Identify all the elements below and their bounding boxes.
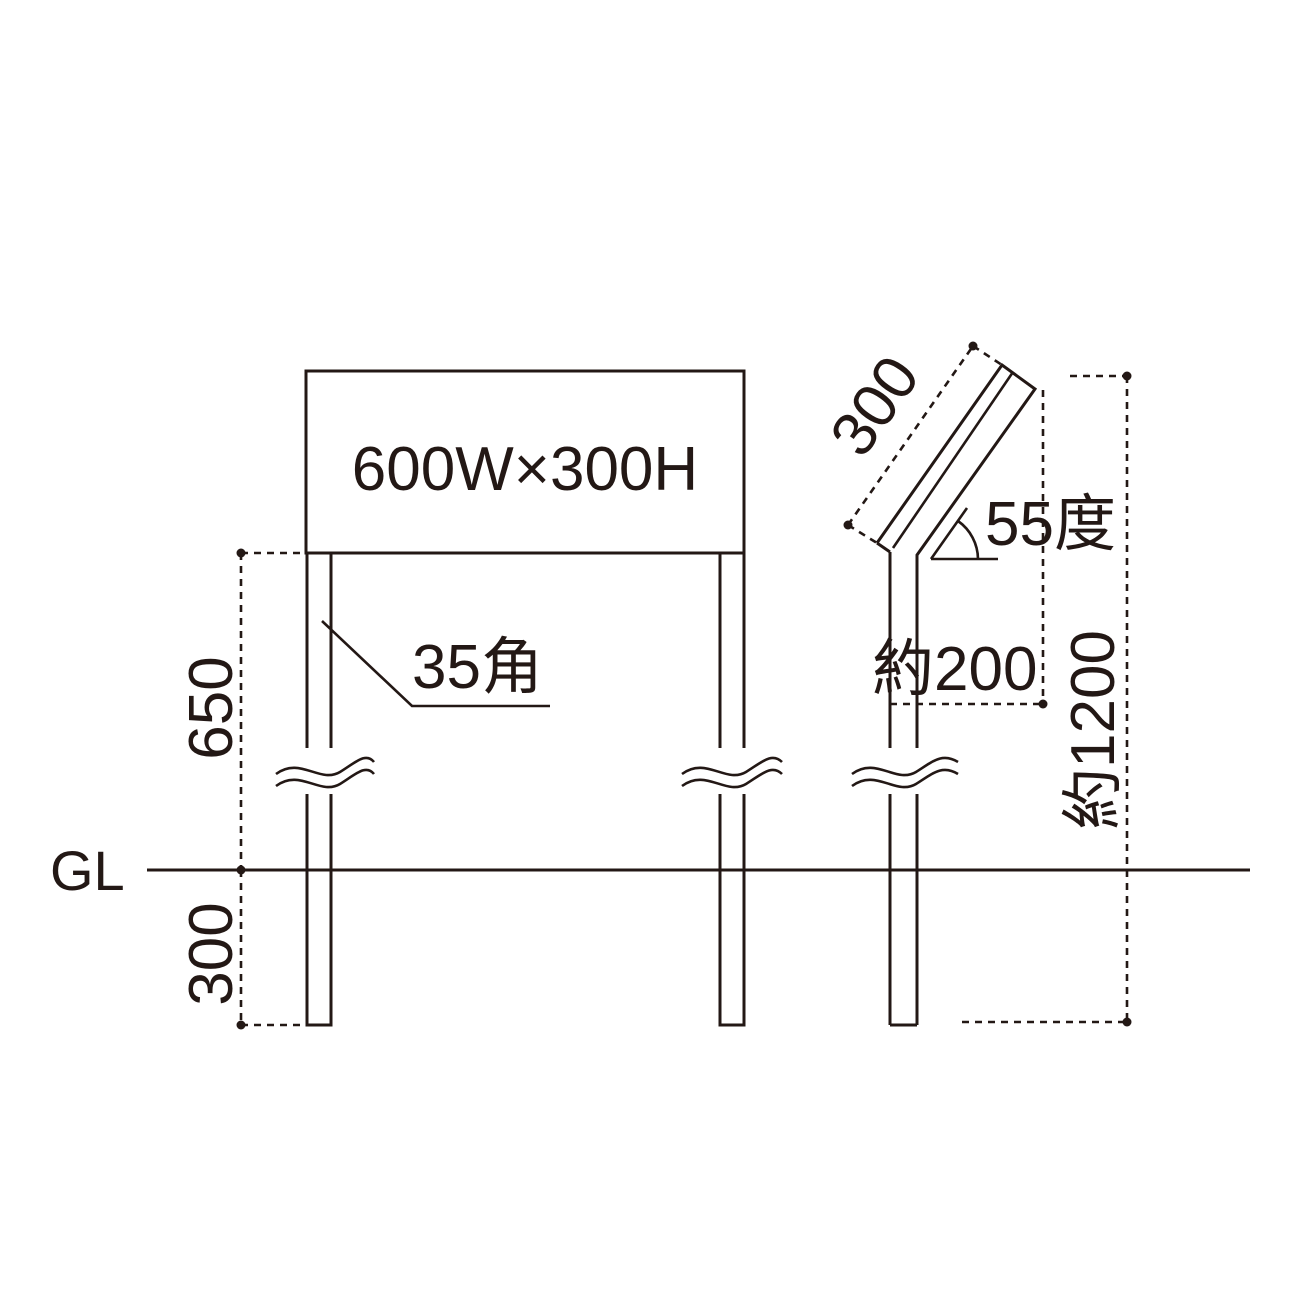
side-post-break-mark bbox=[848, 748, 964, 794]
post-size-label: 35角 bbox=[412, 633, 543, 702]
side-view: 300 55度 約200 約1200 bbox=[817, 341, 1132, 1027]
front-view: 600W×300H 35角 650 300 bbox=[177, 369, 788, 1030]
right-post-break-mark bbox=[676, 748, 788, 794]
tilted-sign-panel bbox=[875, 362, 1038, 570]
angle-indicator bbox=[929, 507, 998, 561]
sign-board bbox=[304, 369, 746, 555]
ground-line-label: GL bbox=[50, 839, 125, 902]
depth-below-ground-label: 300 bbox=[177, 902, 246, 1005]
offset-label: 約200 bbox=[872, 635, 1037, 704]
sign-size-label: 600W×300H bbox=[352, 435, 698, 504]
height-above-ground-label: 650 bbox=[177, 656, 246, 759]
panel-length-dimension-line bbox=[846, 345, 975, 526]
panel-length-label: 300 bbox=[817, 344, 933, 468]
tilt-angle-label: 55度 bbox=[985, 490, 1116, 559]
left-post-break-mark bbox=[270, 748, 382, 794]
total-height-label: 約1200 bbox=[1059, 630, 1128, 830]
post-size-leader bbox=[321, 620, 550, 708]
